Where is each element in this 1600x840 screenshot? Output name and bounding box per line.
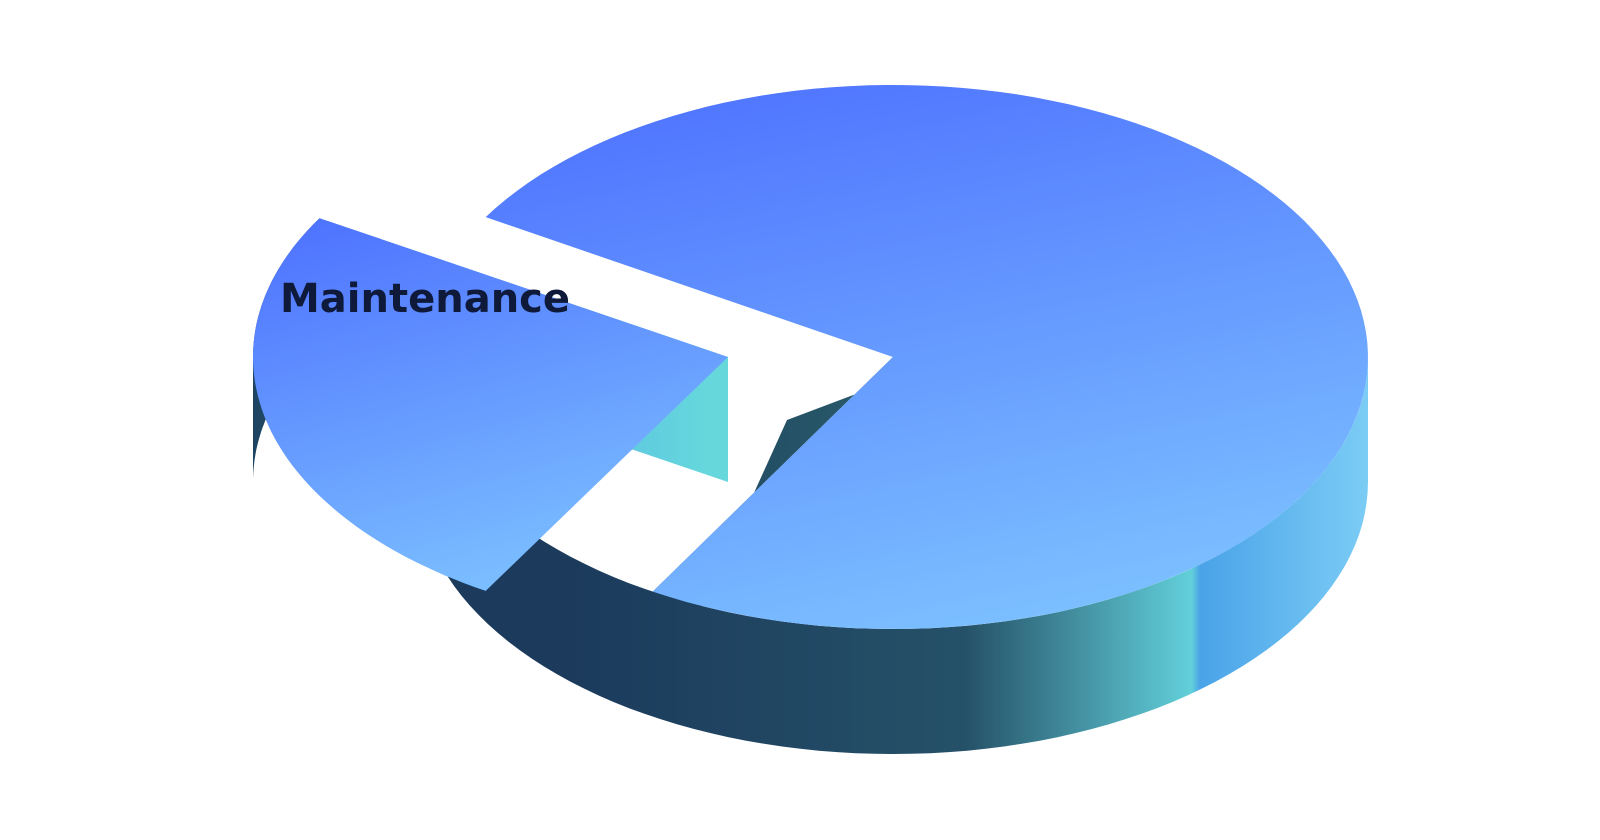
slice-1-top (253, 218, 728, 591)
slice-2-outer-wall (418, 357, 1368, 754)
slice-2-top (485, 85, 1368, 629)
slice-label: Maintenance (280, 276, 570, 322)
